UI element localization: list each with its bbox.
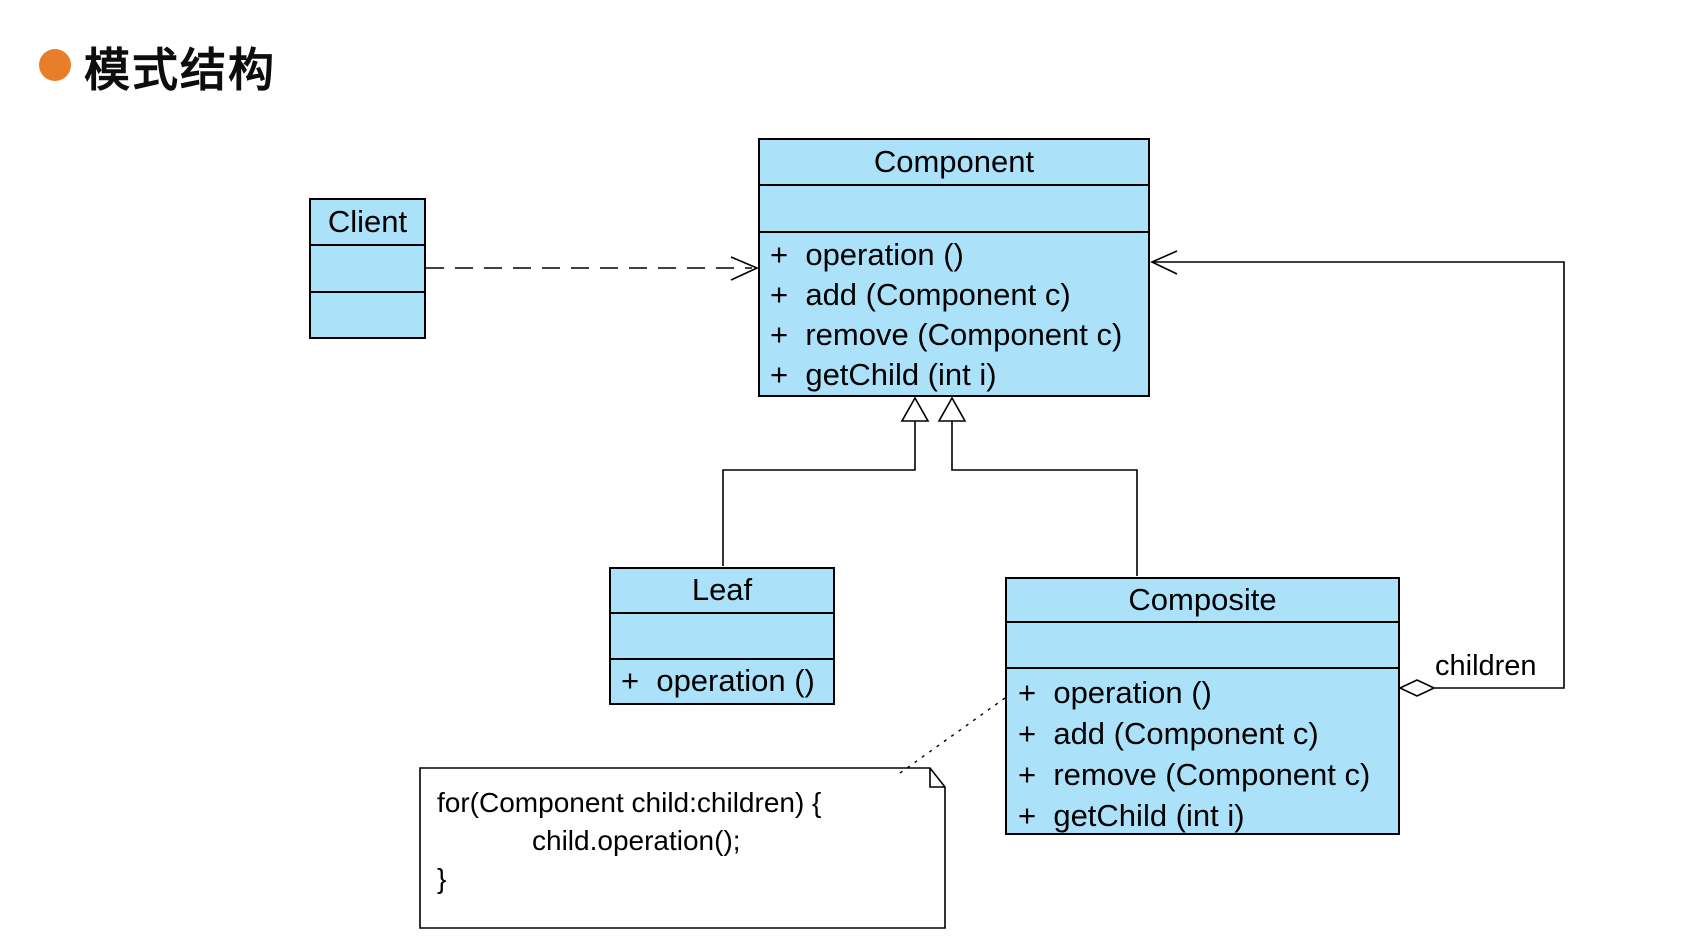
- class-methods-leaf: + operation (): [611, 660, 833, 702]
- open-arrowhead-icon: [1150, 250, 1178, 275]
- method-item: + remove (Component c): [770, 317, 1123, 352]
- class-methods-composite: + operation () + add (Component c) + rem…: [1007, 669, 1398, 836]
- note-fold-icon: [929, 768, 945, 788]
- method-item: + operation (): [1018, 675, 1212, 710]
- title-bullet-icon: [39, 49, 71, 81]
- class-attributes-client: [311, 246, 424, 293]
- class-box-composite: Composite + operation () + add (Componen…: [1005, 577, 1400, 835]
- generalization-leaf-to-component: [722, 396, 930, 566]
- class-name-leaf: Leaf: [611, 569, 833, 614]
- open-arrowhead-icon: [730, 256, 759, 281]
- generalization-line: [951, 421, 1138, 576]
- hollow-triangle-icon: [900, 396, 930, 422]
- note-outline: [419, 767, 946, 929]
- method-item: + operation (): [621, 663, 815, 698]
- dependency-arrow-client-to-component: [426, 256, 759, 281]
- class-attributes-composite: [1007, 623, 1398, 669]
- page-title: 模式结构: [84, 44, 276, 96]
- method-item: + getChild (int i): [770, 357, 997, 392]
- class-name-component: Component: [760, 140, 1148, 186]
- hollow-triangle-icon: [937, 396, 967, 422]
- class-name-composite: Composite: [1007, 579, 1398, 623]
- method-item: + add (Component c): [770, 277, 1071, 312]
- class-attributes-component: [760, 186, 1148, 233]
- method-item: + operation (): [770, 237, 964, 272]
- class-methods-component: + operation () + add (Component c) + rem…: [760, 233, 1148, 395]
- method-item: + remove (Component c): [1018, 757, 1371, 792]
- generalization-line: [722, 421, 916, 566]
- uml-note-text: for(Component child:children) { child.op…: [437, 784, 937, 898]
- aggregation-composite-children: [1150, 250, 1565, 697]
- hollow-diamond-icon: [1398, 679, 1436, 697]
- generalization-composite-to-component: [937, 396, 1138, 576]
- note-line: }: [437, 863, 447, 894]
- class-attributes-leaf: [611, 614, 833, 660]
- note-anchor-dotted-line: [899, 697, 1006, 774]
- class-box-leaf: Leaf + operation (): [609, 567, 835, 705]
- method-item: + getChild (int i): [1018, 798, 1245, 833]
- children-role-label: children: [1435, 650, 1537, 682]
- uml-note-shape: [419, 767, 946, 929]
- class-box-component: Component + operation () + add (Componen…: [758, 138, 1150, 397]
- aggregation-line: [1153, 261, 1565, 689]
- class-name-client: Client: [311, 200, 424, 246]
- note-line: child.operation();: [532, 825, 741, 856]
- method-item: + add (Component c): [1018, 716, 1319, 751]
- class-box-client: Client: [309, 198, 426, 339]
- note-line: for(Component child:children) {: [437, 787, 822, 818]
